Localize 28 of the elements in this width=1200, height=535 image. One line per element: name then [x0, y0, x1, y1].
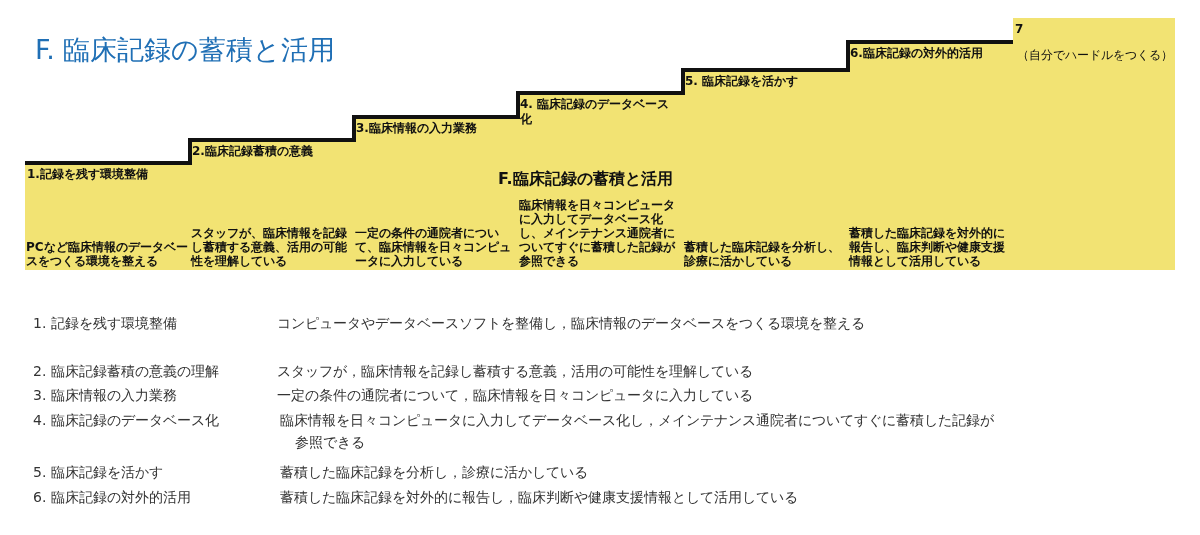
step-heading: 3.臨床情報の入力業務 [356, 121, 478, 136]
table-cell-description: スタッフが，臨床情報を記録し蓄積する意義，活用の可能性を理解している [277, 362, 754, 381]
diagram-heading: F.臨床記録の蓄積と活用 [498, 169, 673, 190]
title: F. 臨床記録の蓄積と活用 [35, 33, 336, 67]
table-cell-description: 一定の条件の通院者について，臨床情報を日々コンピュータに入力している [277, 386, 754, 405]
step-note: （自分でハードルをつくる） [1017, 48, 1173, 63]
table-cell-label: 3. 臨床情報の入力業務 [33, 386, 177, 405]
step-heading: 7 [1015, 22, 1025, 37]
step-heading: 5. 臨床記録を活かす [685, 74, 800, 89]
table-cell-description: コンピュータやデータベースソフトを整備し，臨床情報のデータベースをつくる環境を整える [277, 314, 866, 333]
step-description: スタッフが、臨床情報を記録し蓄積する意義、活用の可能性を理解している [191, 226, 348, 268]
step-description: 蓄積した臨床記録を対外的に報告し、臨床判断や健康支援情報として活用している [849, 226, 1006, 268]
table-cell-label: 1. 記録を残す環境整備 [33, 314, 177, 333]
table-cell-description: 蓄積した臨床記録を分析し，診療に活かしている [280, 463, 589, 482]
step-description: PCなど臨床情報のデータベースをつくる環境を整える [26, 240, 189, 268]
step-description: 臨床情報を日々コンピュータに入力してデータベース化し、メインテナンス通院者についてすぐに蓄積した記録が参照できる [519, 198, 677, 268]
table-cell-description: 臨床情報を日々コンピュータに入力してデータベース化し，メインテナンス通院者についてすぐに蓄積した記録が参照できる [280, 411, 995, 452]
step-heading: 4. 臨床記録のデータベース化 [520, 97, 671, 127]
step-description: 蓄積した臨床記録を分析し、診療に活かしている [684, 240, 841, 268]
step-heading: 2.臨床記録蓄積の意義 [192, 144, 314, 159]
table-cell-label: 5. 臨床記録を活かす [33, 463, 163, 482]
step-heading: 6.臨床記録の対外的活用 [850, 46, 984, 61]
step-description: 一定の条件の通院者について、臨床情報を日々コンピュータに入力している [355, 226, 512, 268]
step-heading: 1.記録を残す環境整備 [27, 167, 149, 182]
table-cell-label: 4. 臨床記録のデータベース化 [33, 411, 219, 430]
table-cell-label: 6. 臨床記録の対外的活用 [33, 488, 191, 507]
table-cell-description: 蓄積した臨床記録を対外的に報告し，臨床判断や健康支援情報として活用している [280, 488, 799, 507]
table-cell-label: 2. 臨床記録蓄積の意義の理解 [33, 362, 219, 381]
